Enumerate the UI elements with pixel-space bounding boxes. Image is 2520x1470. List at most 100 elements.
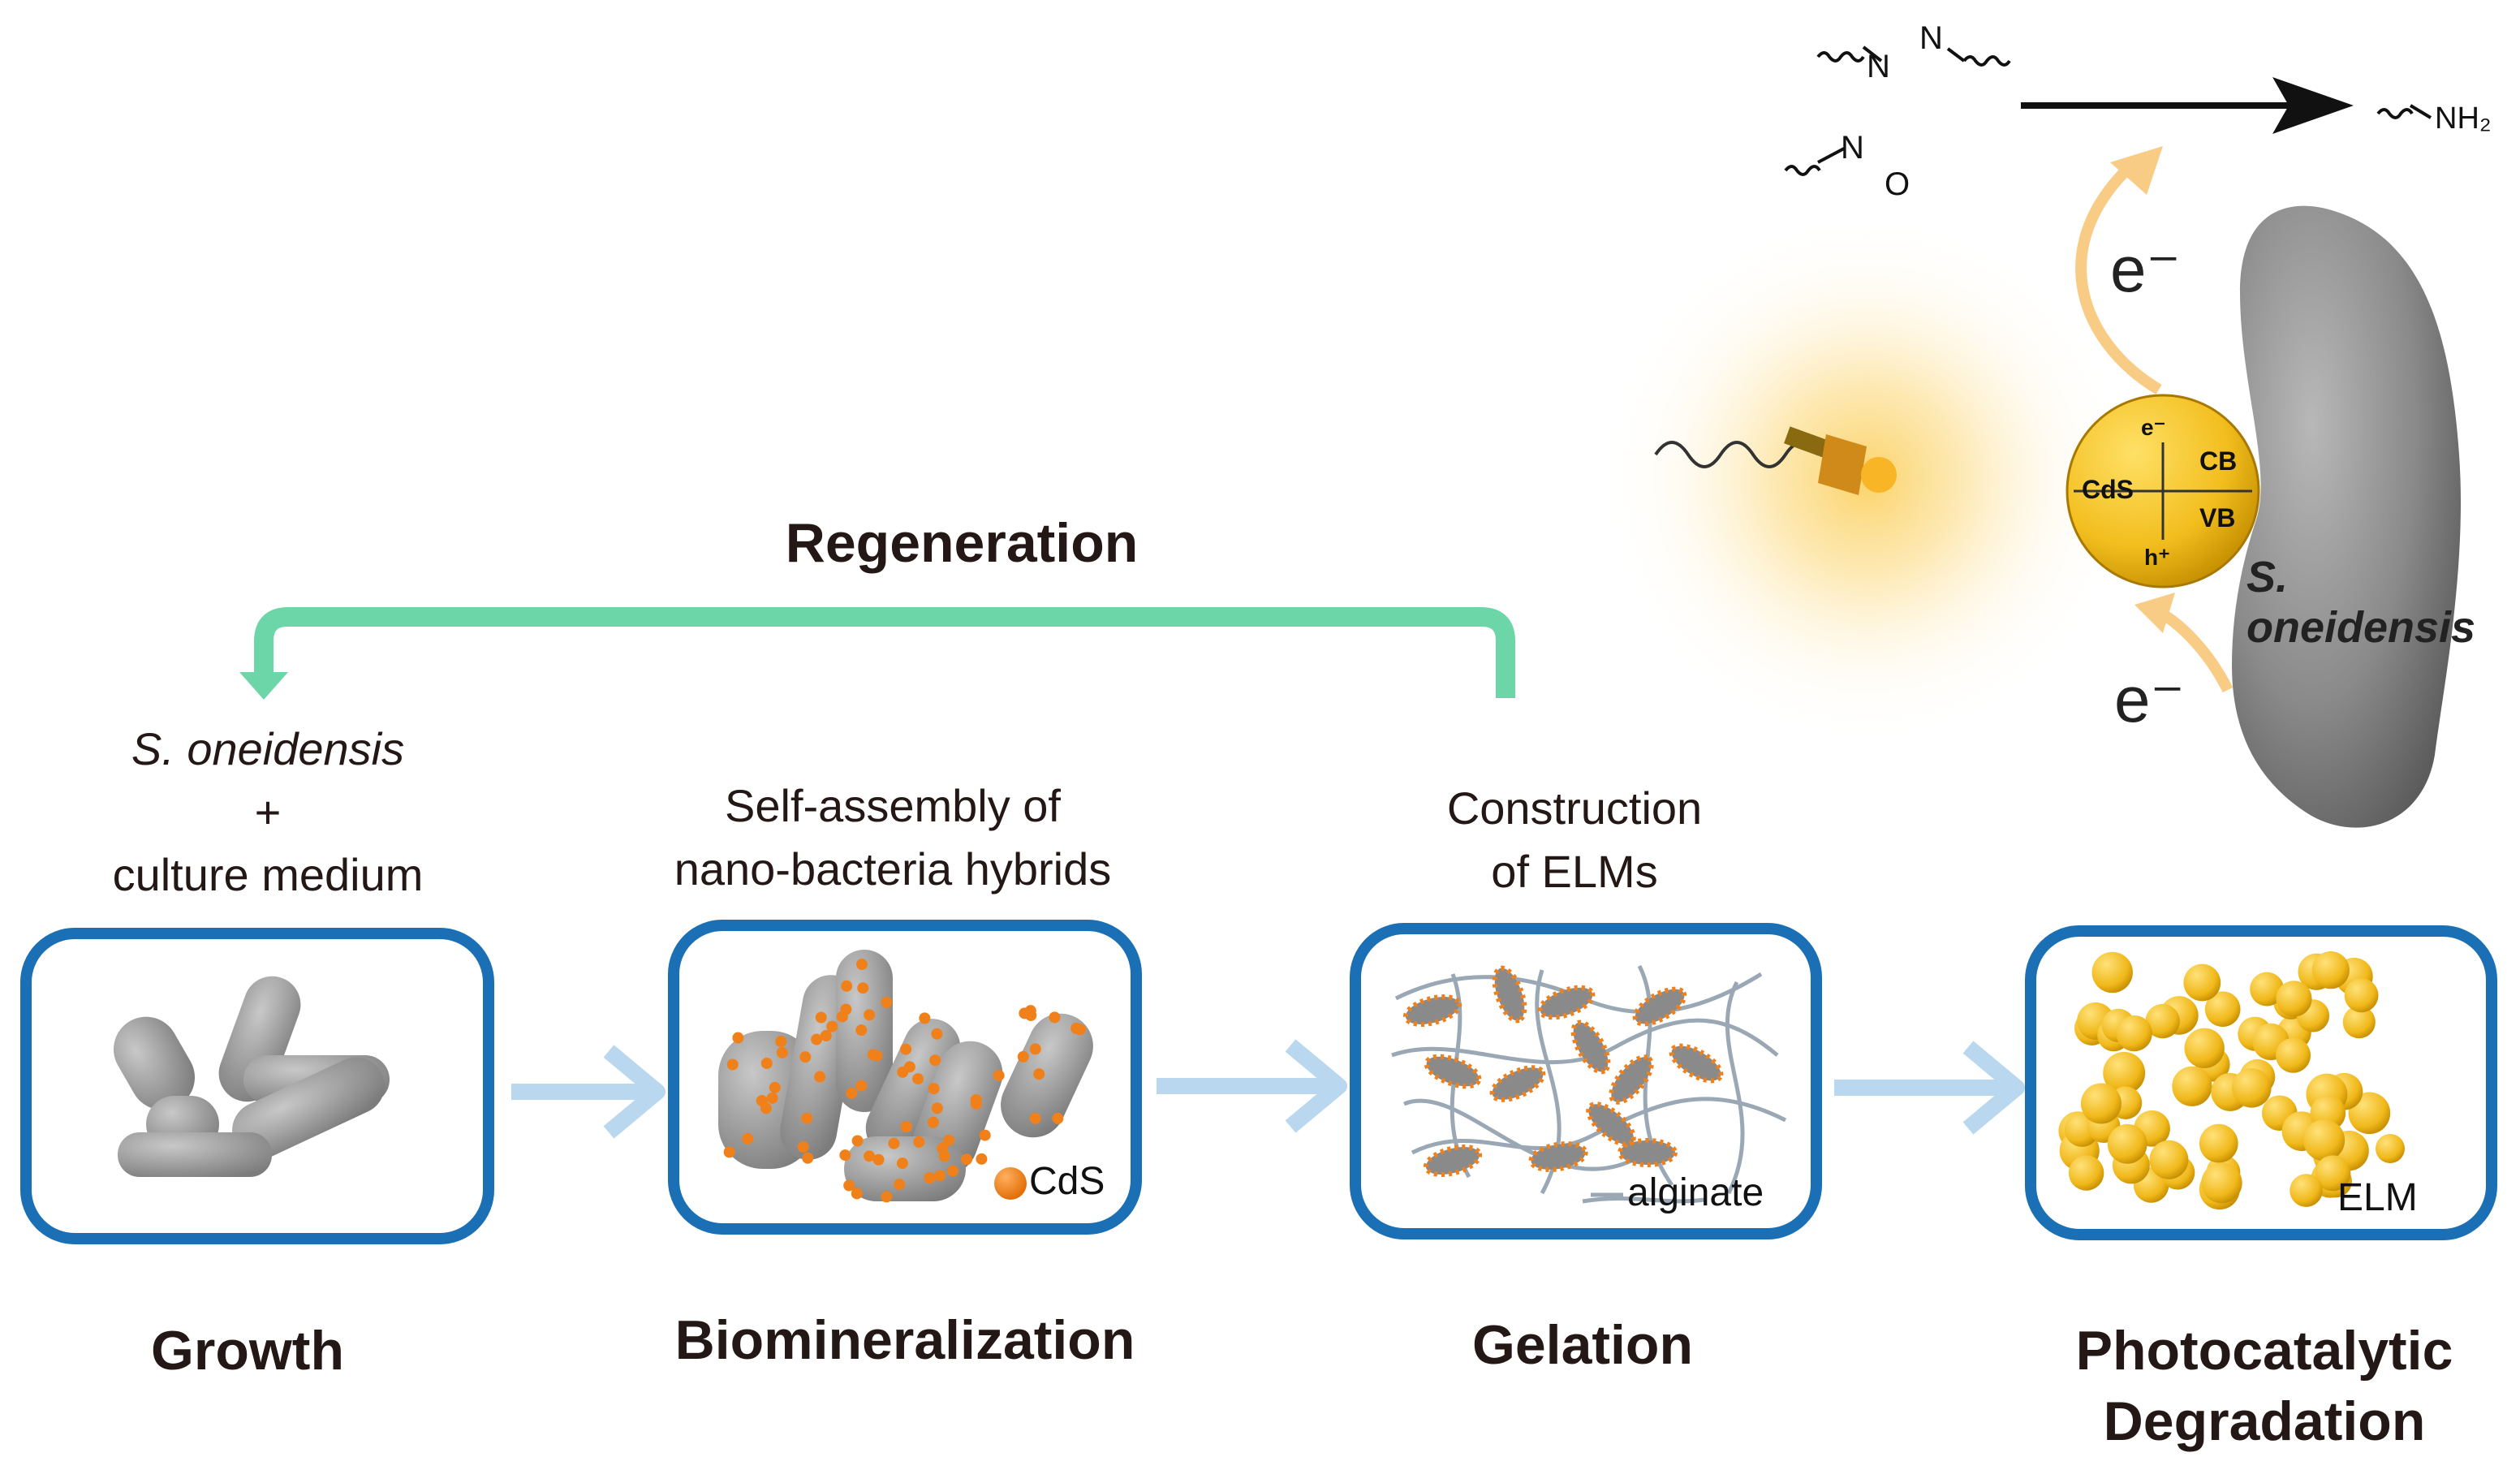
cds-dot bbox=[732, 1032, 744, 1044]
gel-bacterium bbox=[1632, 986, 1687, 1027]
gel-bacterium bbox=[1537, 985, 1596, 1020]
nitroso-n: N bbox=[1841, 130, 1864, 166]
cds-dot bbox=[947, 1165, 959, 1177]
cds-dot bbox=[937, 1142, 949, 1154]
gel-bacterium bbox=[1424, 1054, 1482, 1089]
reaction-arrow bbox=[2021, 77, 2354, 134]
elm-bead bbox=[2275, 1037, 2311, 1073]
cds-dot bbox=[826, 1020, 838, 1032]
gel-bacterium bbox=[1423, 1145, 1483, 1177]
cds-dot bbox=[864, 1150, 876, 1162]
electron-arrow-bottom bbox=[2134, 593, 2234, 693]
sphere-cds-label: CdS bbox=[2082, 475, 2134, 504]
growth-bacteria bbox=[114, 976, 390, 1177]
growth-caption-line2: + bbox=[254, 787, 282, 838]
gel-bacterium bbox=[1528, 1141, 1588, 1172]
cds-dot bbox=[815, 1011, 827, 1024]
cds-dot bbox=[970, 1097, 982, 1110]
cds-dot bbox=[1024, 1005, 1036, 1017]
photocatalytic-title-line1: Photocatalytic bbox=[2075, 1320, 2453, 1382]
cds-legend-dot bbox=[994, 1167, 1027, 1200]
azo-n2: N bbox=[1919, 20, 1943, 56]
cds-dot bbox=[979, 1129, 991, 1141]
gel-bacterium bbox=[1669, 1043, 1724, 1084]
elm-bead bbox=[2091, 951, 2133, 994]
cds-dot bbox=[857, 982, 869, 994]
cds-dot bbox=[851, 1135, 864, 1147]
elm-bead bbox=[2107, 1123, 2147, 1164]
cds-dot bbox=[742, 1132, 754, 1145]
amine-product: NH₂ bbox=[2435, 101, 2492, 136]
cds-dot bbox=[802, 1152, 814, 1164]
elm-bead bbox=[2231, 1068, 2272, 1108]
cds-dot bbox=[760, 1057, 773, 1069]
cds-dot bbox=[931, 1102, 943, 1114]
cds-dot bbox=[851, 1188, 863, 1200]
cds-dot bbox=[927, 1116, 939, 1128]
elm-bead bbox=[2201, 1162, 2242, 1204]
elm-bead bbox=[2342, 1006, 2376, 1039]
elm-bead bbox=[2172, 1066, 2212, 1106]
cds-dot bbox=[872, 1153, 885, 1166]
cds-dot bbox=[864, 1009, 876, 1021]
gel-bacterium bbox=[1489, 1065, 1546, 1102]
cds-dot bbox=[881, 1191, 893, 1203]
flow-arrow-1 bbox=[511, 1045, 666, 1139]
gel-bacterium bbox=[1402, 994, 1462, 1027]
gel-bacterium bbox=[1586, 1101, 1636, 1147]
cds-dot bbox=[993, 1069, 1005, 1081]
cds-dot bbox=[726, 1058, 739, 1071]
regeneration-label: Regeneration bbox=[785, 512, 1139, 574]
cds-dot bbox=[801, 1112, 813, 1124]
cds-nanoparticles bbox=[723, 959, 1086, 1203]
elm-bead bbox=[2068, 1155, 2104, 1191]
cds-dot bbox=[843, 1179, 855, 1192]
cds-dot bbox=[856, 959, 868, 971]
cds-dot bbox=[820, 1029, 832, 1041]
elm-bead bbox=[2199, 1123, 2238, 1163]
bacterium-label: S. oneidensis bbox=[2246, 553, 2476, 652]
cds-dot bbox=[841, 980, 853, 992]
elm-bead bbox=[2080, 1083, 2122, 1124]
cds-dot bbox=[931, 1028, 943, 1040]
elm-bead bbox=[2344, 978, 2379, 1013]
cds-dot bbox=[913, 1136, 925, 1148]
elm-bead bbox=[2116, 1015, 2152, 1052]
regeneration-arrow bbox=[239, 607, 1515, 700]
elm-bead bbox=[2290, 1174, 2323, 1207]
cds-dot bbox=[836, 1011, 848, 1023]
cds-dot bbox=[756, 1095, 768, 1107]
cds-dot bbox=[1052, 1112, 1064, 1124]
growth-caption-line3: culture medium bbox=[112, 849, 424, 900]
electron-bottom-label: e⁻ bbox=[2114, 663, 2185, 735]
elm-bead bbox=[2276, 981, 2312, 1017]
sphere-hole-label: h⁺ bbox=[2144, 545, 2170, 570]
cds-dot bbox=[943, 1134, 955, 1146]
gel-bacterium bbox=[1618, 1138, 1678, 1167]
flow-arrow-2 bbox=[1157, 1039, 1347, 1133]
elm-legend-bead bbox=[2376, 1134, 2405, 1163]
elm-bead bbox=[2183, 963, 2221, 1002]
cds-dot bbox=[888, 1137, 900, 1149]
gelation-caption-line2: of ELMs bbox=[1491, 846, 1658, 897]
cds-dot bbox=[769, 1081, 781, 1093]
cds-dot bbox=[929, 1054, 941, 1067]
cds-dot bbox=[881, 996, 893, 1008]
elm-bead bbox=[2315, 1155, 2351, 1192]
elm-bead bbox=[2204, 991, 2241, 1028]
cds-dot bbox=[919, 1012, 931, 1024]
cds-legend-label: CdS bbox=[1029, 1160, 1105, 1203]
cds-dot bbox=[924, 1172, 936, 1184]
cds-dot bbox=[1033, 1068, 1045, 1080]
sphere-vb-label: VB bbox=[2199, 503, 2236, 532]
cds-dot bbox=[897, 1066, 909, 1078]
cds-dot bbox=[900, 1120, 912, 1132]
cds-dot bbox=[855, 1080, 868, 1092]
elm-legend-label: ELM bbox=[2337, 1176, 2418, 1219]
cds-dot bbox=[1070, 1022, 1083, 1034]
gel-bacterium bbox=[1492, 965, 1527, 1024]
cds-dot bbox=[900, 1043, 912, 1055]
elm-beads bbox=[2058, 951, 2391, 1210]
cds-dot bbox=[1017, 1050, 1029, 1063]
